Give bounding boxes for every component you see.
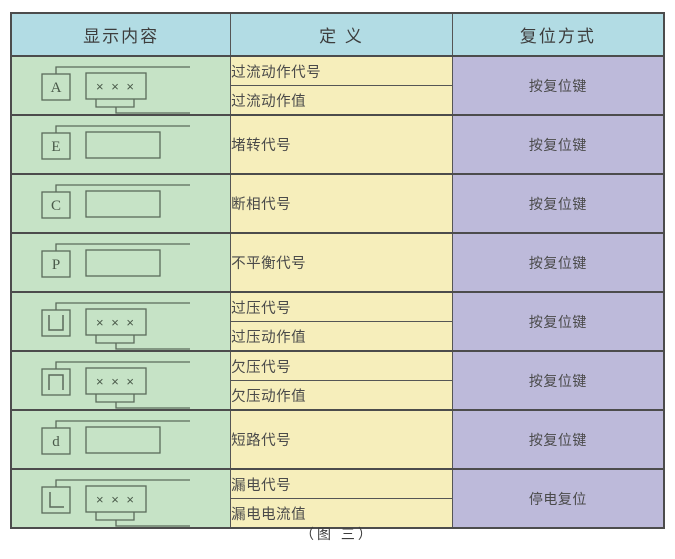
reset-method-cell: 按复位键 (451, 350, 665, 411)
display-content-cell: P (10, 232, 232, 293)
reset-method-cell: 按复位键 (451, 55, 665, 116)
display-symbol-a-icon: A × × × (38, 60, 208, 114)
table-row: 过压动作值 (11, 321, 664, 352)
column-header-definition: 定 义 (230, 12, 453, 57)
display-content-cell: C (10, 173, 232, 234)
table-row: × × × 欠压代号按复位键 (10, 350, 665, 411)
svg-text:E: E (51, 139, 60, 155)
svg-text:× × ×: × × × (96, 79, 136, 94)
display-symbol-l-shape-icon: × × × (38, 473, 208, 527)
table-row: 欠压动作值 (11, 380, 664, 411)
reset-method-cell: 按复位键 (451, 291, 665, 352)
svg-text:d: d (52, 434, 60, 450)
display-symbol-u-shape-icon: × × × (38, 296, 208, 350)
figure-caption: （图 三） (300, 526, 375, 542)
display-symbol-c-icon: C (38, 178, 208, 230)
svg-text:× × ×: × × × (96, 492, 136, 507)
display-content-cell: × × × (10, 468, 232, 529)
display-symbol-e-icon: E (38, 119, 208, 171)
column-header-display-content: 显示内容 (10, 12, 232, 57)
definition-cell: 欠压动作值 (230, 380, 453, 411)
definition-cell: 过流动作值 (230, 85, 453, 116)
table-row: E 堵转代号按复位键 (10, 114, 665, 175)
table-row: 过流动作值 (11, 85, 664, 116)
definition-cell: 不平衡代号 (230, 232, 453, 293)
header-row: 显示内容 定 义 复位方式 (10, 12, 665, 57)
reset-method-cell: 按复位键 (451, 173, 665, 234)
definition-cell: 过压代号 (230, 291, 453, 322)
definition-cell: 漏电电流值 (230, 498, 453, 529)
reset-method-cell: 停电复位 (451, 468, 665, 529)
display-content-cell: × × × (10, 291, 232, 352)
definition-cell: 断相代号 (230, 173, 453, 234)
display-content-cell: × × × (10, 350, 232, 411)
svg-text:× × ×: × × × (96, 315, 136, 330)
reset-method-cell: 按复位键 (451, 409, 665, 470)
table-row: C 断相代号按复位键 (10, 173, 665, 234)
table-row: d 短路代号按复位键 (10, 409, 665, 470)
table-row: P 不平衡代号按复位键 (10, 232, 665, 293)
svg-text:× × ×: × × × (96, 374, 136, 389)
definition-cell: 过流动作代号 (230, 55, 453, 86)
definition-cell: 漏电代号 (230, 468, 453, 499)
reset-method-cell: 按复位键 (451, 232, 665, 293)
display-symbol-p-icon: P (38, 237, 208, 289)
table-row: 漏电电流值 (11, 498, 664, 529)
display-content-cell: E (10, 114, 232, 175)
table-header: 显示内容 定 义 复位方式 (10, 12, 665, 57)
svg-text:C: C (51, 198, 61, 214)
svg-text:A: A (51, 80, 62, 96)
table-row: × × × 过压代号按复位键 (10, 291, 665, 352)
display-symbol-d-icon: d (38, 414, 208, 466)
reset-method-cell: 按复位键 (451, 114, 665, 175)
column-header-reset-method: 复位方式 (451, 12, 665, 57)
table-row: × × × 漏电代号停电复位 (10, 468, 665, 529)
display-symbol-n-shape-icon: × × × (38, 355, 208, 409)
definition-cell: 过压动作值 (230, 321, 453, 352)
definition-cell: 短路代号 (230, 409, 453, 470)
display-content-cell: A × × × (10, 55, 232, 116)
display-content-cell: d (10, 409, 232, 470)
svg-text:P: P (52, 257, 60, 273)
definition-cell: 堵转代号 (230, 114, 453, 175)
definition-cell: 欠压代号 (230, 350, 453, 381)
table-row: A × × × 过流动作代号按复位键 (10, 55, 665, 116)
